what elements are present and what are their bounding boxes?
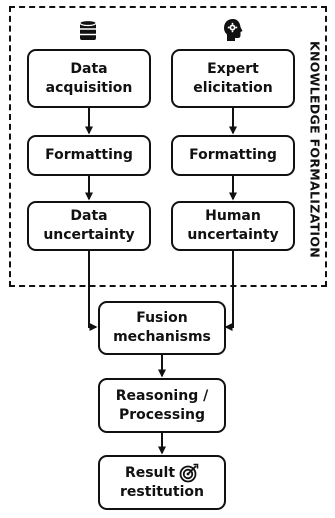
target-icon <box>179 463 199 483</box>
box-line: Formatting <box>189 147 277 163</box>
database-icon <box>79 20 97 40</box>
box-line: Data <box>70 208 108 224</box>
box-line: restitution <box>120 484 204 500</box>
frame-label-wrapper: KNOWLEDGE FORMALIZATION <box>307 30 323 270</box>
result-restitution-box: Result restitution <box>98 455 226 510</box>
box-line: Fusion <box>136 310 188 326</box>
result-line-1: Result <box>120 463 204 483</box>
box-line: Human <box>205 208 261 224</box>
box-line: Result <box>124 465 176 481</box>
expert-elicitation-box: Expert elicitation <box>171 49 295 108</box>
box-line: Formatting <box>45 147 133 163</box>
box-line: acquisition <box>45 79 133 96</box>
box-line: uncertainty <box>43 227 135 243</box>
data-uncertainty-box: Data uncertainty <box>27 201 151 251</box>
fusion-mechanisms-box: Fusion mechanisms <box>98 301 226 355</box>
arrow-human-unc-to-fusion <box>224 251 234 331</box>
head-gear-icon <box>224 19 243 41</box>
frame-label: KNOWLEDGE FORMALIZATION <box>307 41 323 259</box>
formatting-box-right: Formatting <box>171 135 295 176</box>
box-line: elicitation <box>193 79 273 96</box>
box-line: Data <box>70 60 108 77</box>
arrow-data-unc-to-fusion <box>88 251 98 331</box>
box-line: Processing <box>118 406 205 423</box>
formatting-box-left: Formatting <box>27 135 151 176</box>
data-acquisition-box: Data acquisition <box>27 49 151 108</box>
box-line: uncertainty <box>187 227 279 243</box>
knowledge-formalization-frame <box>9 6 327 287</box>
box-line: Reasoning / <box>115 387 209 404</box>
human-uncertainty-box: Human uncertainty <box>171 201 295 251</box>
box-line: Expert <box>207 60 259 77</box>
box-line: mechanisms <box>113 329 211 345</box>
reasoning-processing-box: Reasoning / Processing <box>98 378 226 433</box>
